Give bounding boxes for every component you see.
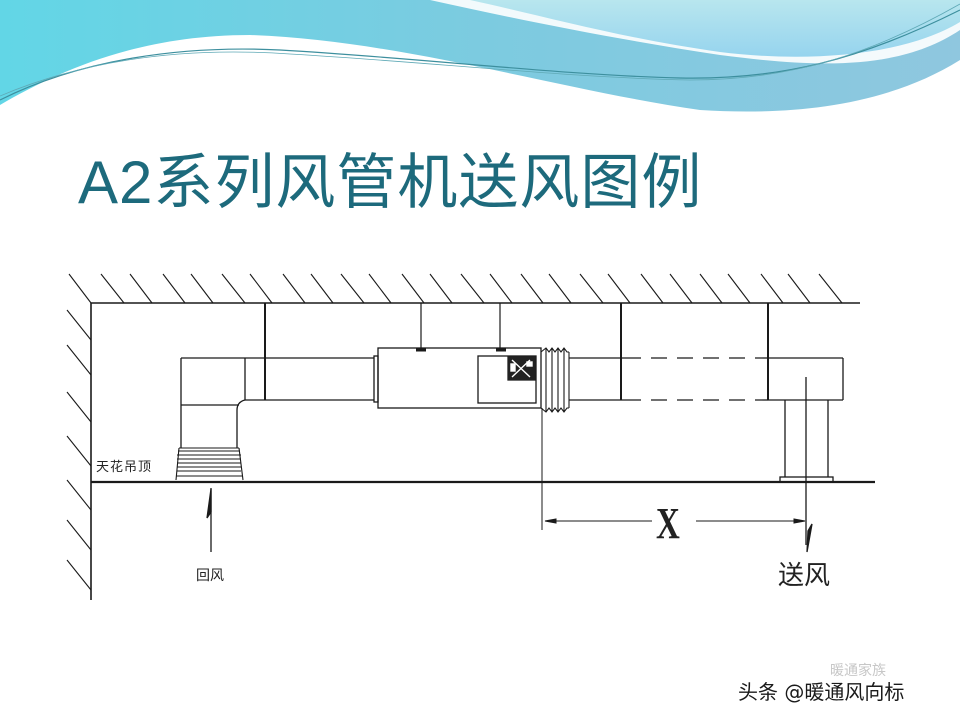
watermark: 头条 @暖通风向标 bbox=[738, 680, 905, 704]
header-wave-banner bbox=[0, 0, 960, 112]
label-supply-air: 送风 bbox=[778, 561, 831, 591]
return-arrow-icon bbox=[206, 488, 212, 552]
hanger-rods bbox=[264, 303, 769, 400]
supply-arrow-icon bbox=[806, 523, 813, 553]
title-prefix: A2 bbox=[78, 149, 154, 216]
page-title: A2系列风管机送风图例 bbox=[78, 134, 702, 221]
supply-drop-duct bbox=[779, 377, 834, 545]
duct-unit-body bbox=[377, 347, 542, 409]
return-elbow-duct bbox=[180, 357, 246, 448]
label-false-ceiling: 天花吊顶 bbox=[96, 460, 153, 475]
ceiling-hatching bbox=[68, 273, 843, 304]
label-return-air: 回风 bbox=[196, 568, 224, 584]
control-box bbox=[477, 355, 537, 404]
return-bellows bbox=[175, 447, 244, 481]
supply-bellows bbox=[540, 347, 570, 413]
wall-hatching bbox=[66, 309, 92, 591]
supply-duct bbox=[569, 357, 844, 401]
dimension-x bbox=[541, 408, 806, 530]
title-text: 系列风管机送风图例 bbox=[153, 148, 703, 218]
unit-hangers bbox=[416, 303, 506, 352]
label-dimension-x: X bbox=[656, 499, 680, 548]
watermark-ghost: 暖通家族 bbox=[830, 663, 886, 679]
